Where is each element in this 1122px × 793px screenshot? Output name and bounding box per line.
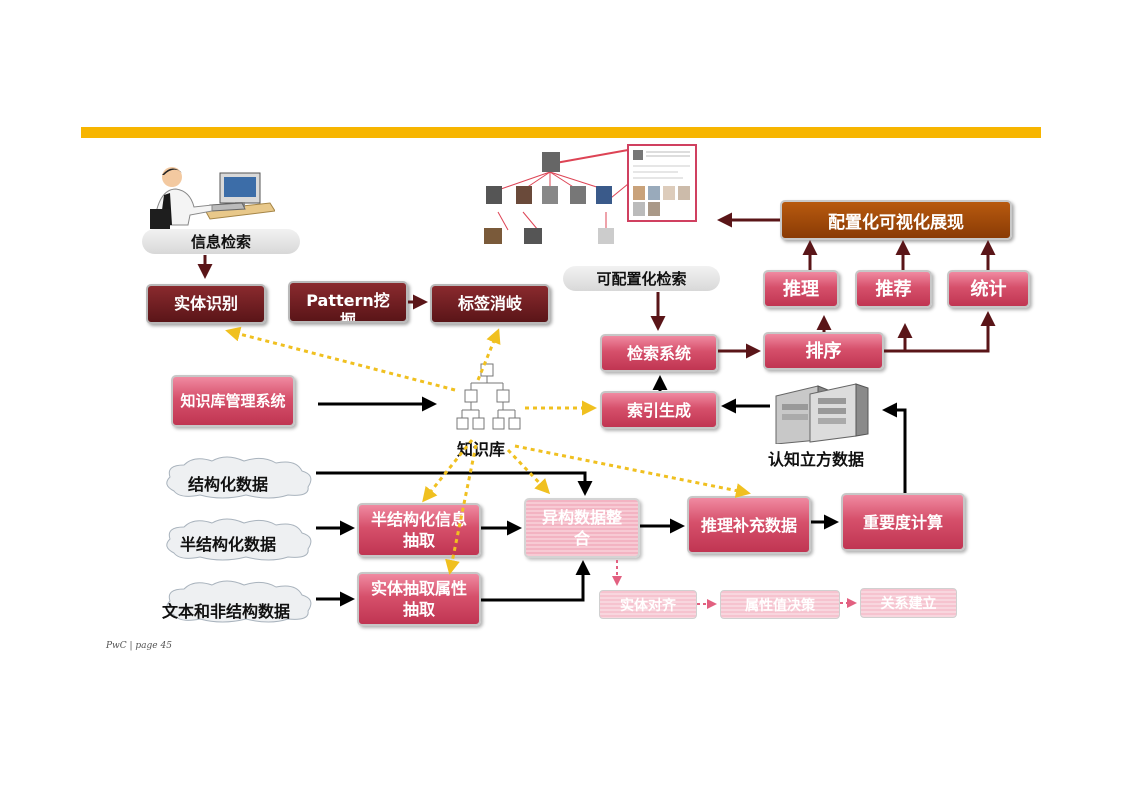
inference-supplement-text: 推理补充数据 [700, 515, 797, 535]
knowledge-graph-thumbnail [484, 144, 697, 244]
cloud-semi-structured [166, 518, 312, 561]
entity-attr-extraction-node: 实体抽取属性抽取 [357, 572, 481, 626]
search-system-node: 检索系统 [600, 334, 718, 372]
kb-management-node: 知识库管理系统 [171, 375, 295, 427]
inference-node: 推理 [763, 270, 839, 308]
info-search-text: 信息检索 [190, 233, 251, 251]
pattern-mining-node: Pattern挖掘 [288, 281, 408, 323]
recommendation-node: 推荐 [855, 270, 932, 308]
index-generation-text: 索引生成 [626, 400, 691, 420]
top-accent-bar [81, 127, 1041, 138]
search-system-text: 检索系统 [626, 343, 691, 363]
sorting-text: 排序 [805, 340, 842, 362]
cloud-unstructured [166, 580, 312, 623]
statistics-text: 统计 [970, 278, 1007, 300]
attr-value-decision-node: 属性值决策 [720, 590, 840, 619]
info-search-label: 信息检索 [142, 229, 300, 254]
dark-arrows [197, 212, 996, 359]
configurable-search-label: 可配置化检索 [563, 266, 720, 291]
configurable-visualization-text: 配置化可视化展现 [828, 212, 964, 233]
pattern-mining-text: Pattern挖掘 [306, 291, 390, 323]
structured-data-label: 结构化数据 [188, 475, 269, 494]
relation-building-node: 关系建立 [860, 588, 957, 618]
tag-disambiguation-node: 标签消岐 [430, 284, 550, 324]
importance-calc-node: 重要度计算 [841, 493, 965, 551]
attr-value-decision-text: 属性值决策 [745, 597, 815, 614]
knowledge-base-label: 知识库 [457, 440, 506, 459]
index-generation-node: 索引生成 [600, 391, 718, 429]
dotted-arrows [225, 326, 751, 575]
tag-disambiguation-text: 标签消岐 [457, 294, 522, 313]
page-footer: PwC | page 45 [106, 641, 172, 651]
sorting-node: 排序 [763, 332, 884, 370]
entity-alignment-text: 实体对齐 [620, 597, 676, 614]
configurable-visualization-node: 配置化可视化展现 [780, 200, 1012, 240]
entity-recognition-text: 实体识别 [173, 294, 238, 313]
pink-arrows [612, 560, 857, 609]
importance-calc-text: 重要度计算 [862, 512, 943, 532]
inference-text: 推理 [783, 278, 819, 300]
semi-structured-data-label: 半结构化数据 [180, 535, 277, 554]
recommendation-text: 推荐 [875, 278, 912, 300]
unstructured-data-label: 文本和非结构数据 [162, 602, 291, 621]
computer-user-illustration [150, 167, 275, 229]
black-arrows [316, 375, 907, 607]
cloud-structured [166, 456, 312, 499]
configurable-search-text: 可配置化检索 [596, 270, 687, 288]
kb-management-text: 知识库管理系统 [180, 391, 286, 410]
cognitive-cube-label: 认知立方数据 [768, 450, 865, 469]
statistics-node: 统计 [947, 270, 1030, 308]
hierarchy-icon [456, 363, 521, 430]
server-icon [775, 383, 869, 444]
hetero-integration-text: 异构数据整合 [541, 508, 622, 548]
entity-recognition-node: 实体识别 [146, 284, 266, 324]
relation-building-text: 关系建立 [880, 596, 937, 612]
entity-attr-extraction-text: 实体抽取属性抽取 [370, 579, 467, 619]
semi-structured-extraction-node: 半结构化信息抽取 [357, 503, 481, 557]
semi-structured-extraction-text: 半结构化信息抽取 [370, 510, 467, 550]
hetero-integration-node: 异构数据整合 [524, 498, 640, 558]
entity-alignment-node: 实体对齐 [599, 590, 697, 619]
